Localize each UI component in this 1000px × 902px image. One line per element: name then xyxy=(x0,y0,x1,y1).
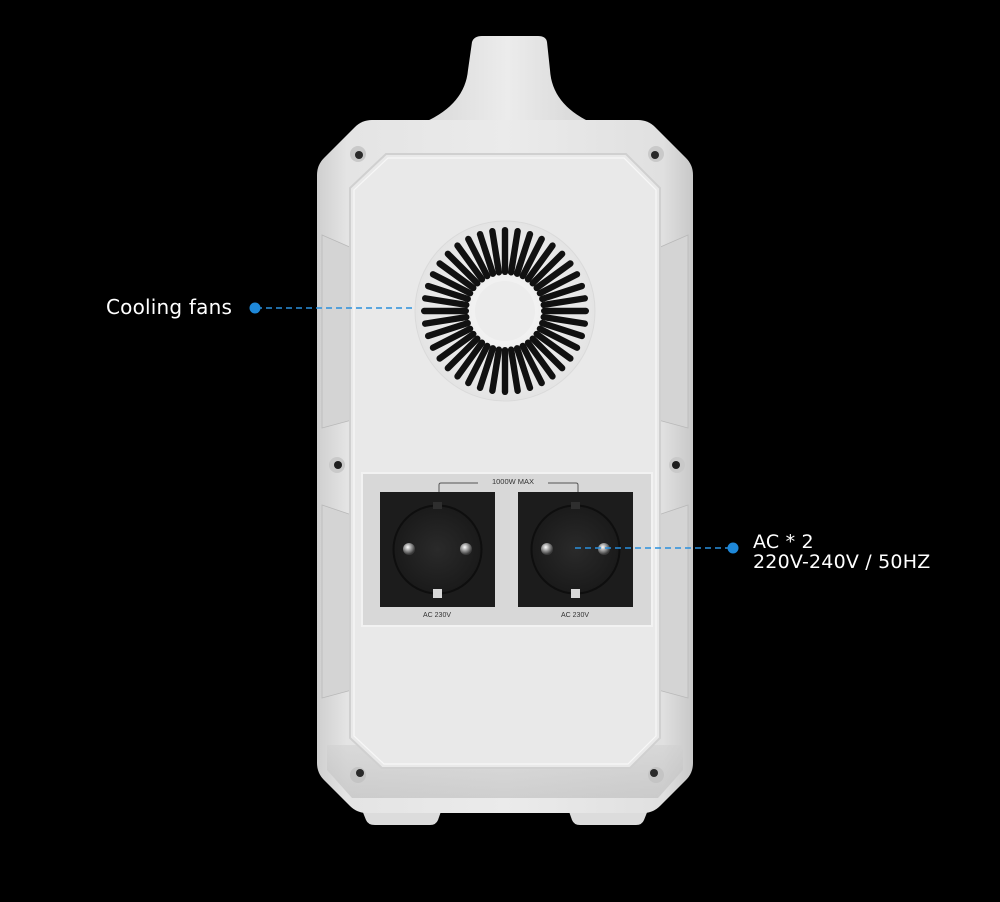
socket-2-label: AC 230V xyxy=(560,612,590,619)
top-handle xyxy=(425,36,590,122)
screw-holes xyxy=(329,146,685,783)
cooling-fan-grill xyxy=(414,220,596,402)
ac-socket-1 xyxy=(380,492,495,607)
callout-ac-outlets: AC * 2 220V-240V / 50HZ xyxy=(753,532,930,572)
callout-ac-line-1: AC * 2 xyxy=(753,531,814,553)
max-power-label: 1000W MAX xyxy=(478,477,548,486)
callout-ac-leader xyxy=(575,542,739,554)
ac-outlet-panel xyxy=(361,472,653,627)
callout-cooling-fans: Cooling fans xyxy=(106,295,232,319)
socket-1-label: AC 230V xyxy=(422,612,452,619)
callout-ac-line-2: 220V-240V / 50HZ xyxy=(753,551,931,573)
ac-socket-2 xyxy=(518,492,633,607)
callout-fans-leader xyxy=(249,302,415,314)
callout-cooling-fans-text: Cooling fans xyxy=(106,295,233,319)
